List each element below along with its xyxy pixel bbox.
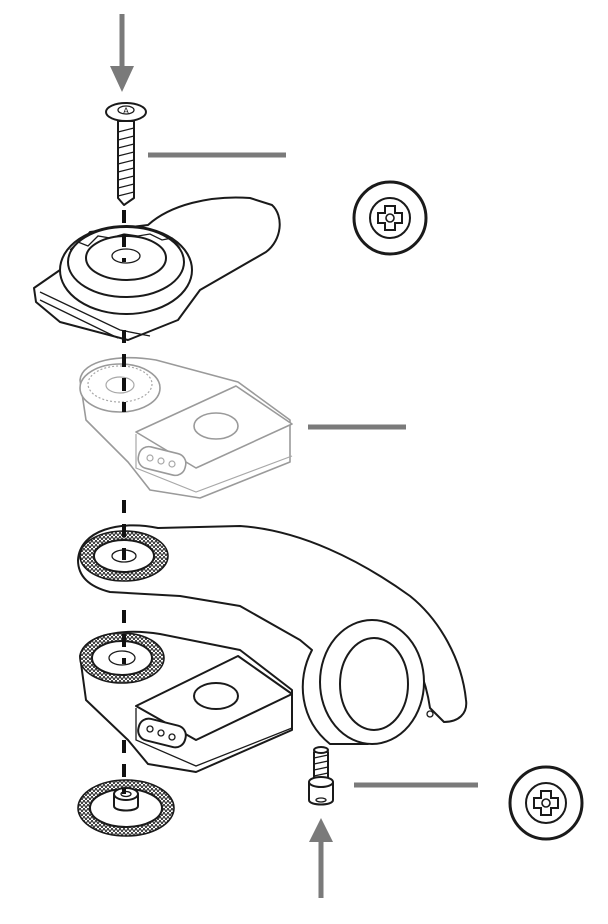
clamp-bolt <box>308 746 334 806</box>
hex-key-icon <box>352 180 428 256</box>
bottom-insertion-arrow <box>309 818 333 898</box>
screw-head-letter: A <box>123 106 129 116</box>
gear-washer <box>77 779 175 837</box>
top-insertion-arrow <box>110 14 134 92</box>
top-screw: A <box>105 102 147 206</box>
lower-mount-block <box>79 630 293 773</box>
hex-key-icon <box>508 765 584 841</box>
ghosted-spacer-block <box>79 357 293 499</box>
quarter-turn-mount <box>33 196 281 341</box>
